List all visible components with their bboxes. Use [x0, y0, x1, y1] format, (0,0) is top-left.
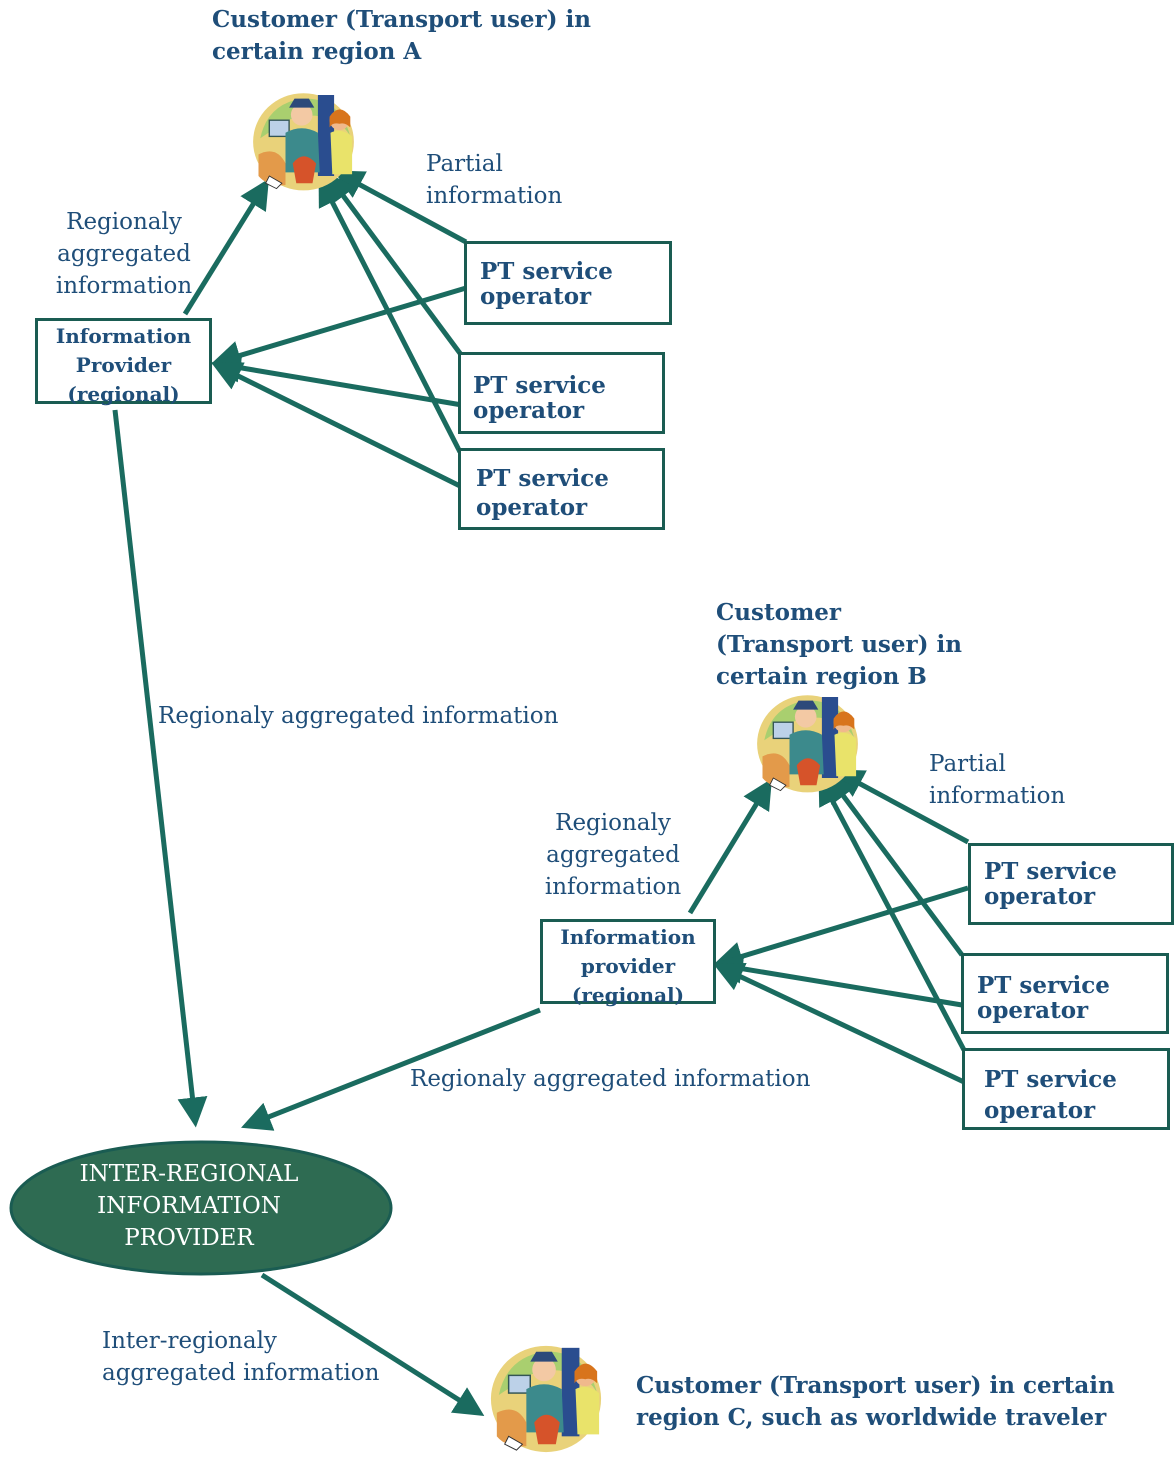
arrow-opA3-to-ipA: [211, 362, 462, 489]
info-provider-b-text: Information provider (regional): [560, 925, 696, 1007]
arrow-opB3-to-customerB: [818, 774, 967, 1052]
pt-operator-a3-box: PT service operator: [458, 448, 665, 530]
info-provider-a-text: Information Provider (regional): [55, 324, 192, 406]
pt-operator-b3-box: PT service operator: [962, 1048, 1170, 1130]
flow-inter-to-c-label: Inter-regionaly aggregated information: [102, 1328, 380, 1386]
customer-a-label: Customer (Transport user) in certain reg…: [212, 6, 591, 65]
pt-operator-a1-text: PT service operator: [480, 258, 613, 310]
arrow-ipB-to-customerB: [687, 778, 772, 915]
pt-operator-a1-box: PT service operator: [464, 241, 672, 325]
customer-b-icon: [756, 694, 859, 794]
arrow-opB1-to-ipB: [712, 885, 969, 971]
arrow-opA2-to-ipA: [210, 352, 463, 408]
inter-regional-ellipse: [9, 1140, 393, 1276]
pt-operator-b2-text: PT service operator: [977, 972, 1110, 1024]
pt-operator-a2-text: PT service operator: [473, 372, 606, 424]
info-provider-a-box: Information Provider (regional): [35, 318, 212, 406]
pt-operator-b2-box: PT service operator: [961, 953, 1169, 1034]
inter-regional-label: INTER-REGIONAL INFORMATION PROVIDER: [79, 1161, 299, 1251]
flow-a-to-inter-label: Regionaly aggregated information: [158, 703, 559, 729]
aggregated-info-b-label: Regionaly aggregated information: [544, 810, 682, 900]
customer-c-icon: [490, 1345, 602, 1453]
pt-operator-b1-text: PT service operator: [984, 858, 1117, 910]
arrow-opB2-to-ipB: [712, 953, 963, 1008]
pt-operator-b3-text: PT service operator: [984, 1066, 1117, 1124]
partial-info-b-label: Partial information: [929, 751, 1066, 809]
info-provider-b-box: Information provider (regional): [540, 919, 716, 1007]
pt-operator-b1-box: PT service operator: [968, 843, 1174, 925]
arrow-ipB-to-inter: [241, 1007, 541, 1131]
arrow-opB1-to-customerB: [833, 769, 970, 845]
arrow-opA1-to-ipA: [210, 285, 467, 370]
arrow-ipA-to-customerA: [182, 178, 269, 316]
arrow-ipA-to-inter: [112, 409, 208, 1128]
aggregated-info-a-label: Regionaly aggregated information: [55, 209, 193, 299]
flow-b-to-inter-label: Regionaly aggregated information: [410, 1066, 811, 1092]
pt-operator-a3-text: PT service operator: [476, 465, 609, 521]
arrow-opA1-to-customerA: [333, 170, 468, 245]
customer-c-label: Customer (Transport user) in certain reg…: [636, 1372, 1115, 1431]
arrow-opA2-to-customerA: [325, 171, 465, 358]
customer-b-label: Customer (Transport user) in certain reg…: [716, 599, 962, 690]
customer-a-icon: [252, 92, 355, 192]
arrow-opB3-to-ipB: [713, 963, 966, 1085]
arrow-inter-to-customerC: [260, 1272, 485, 1417]
partial-info-a-label: Partial information: [426, 151, 563, 209]
arrow-opB2-to-customerB: [825, 771, 965, 957]
pt-operator-a2-box: PT service operator: [458, 352, 665, 434]
arrow-opA3-to-customerA: [318, 175, 463, 454]
